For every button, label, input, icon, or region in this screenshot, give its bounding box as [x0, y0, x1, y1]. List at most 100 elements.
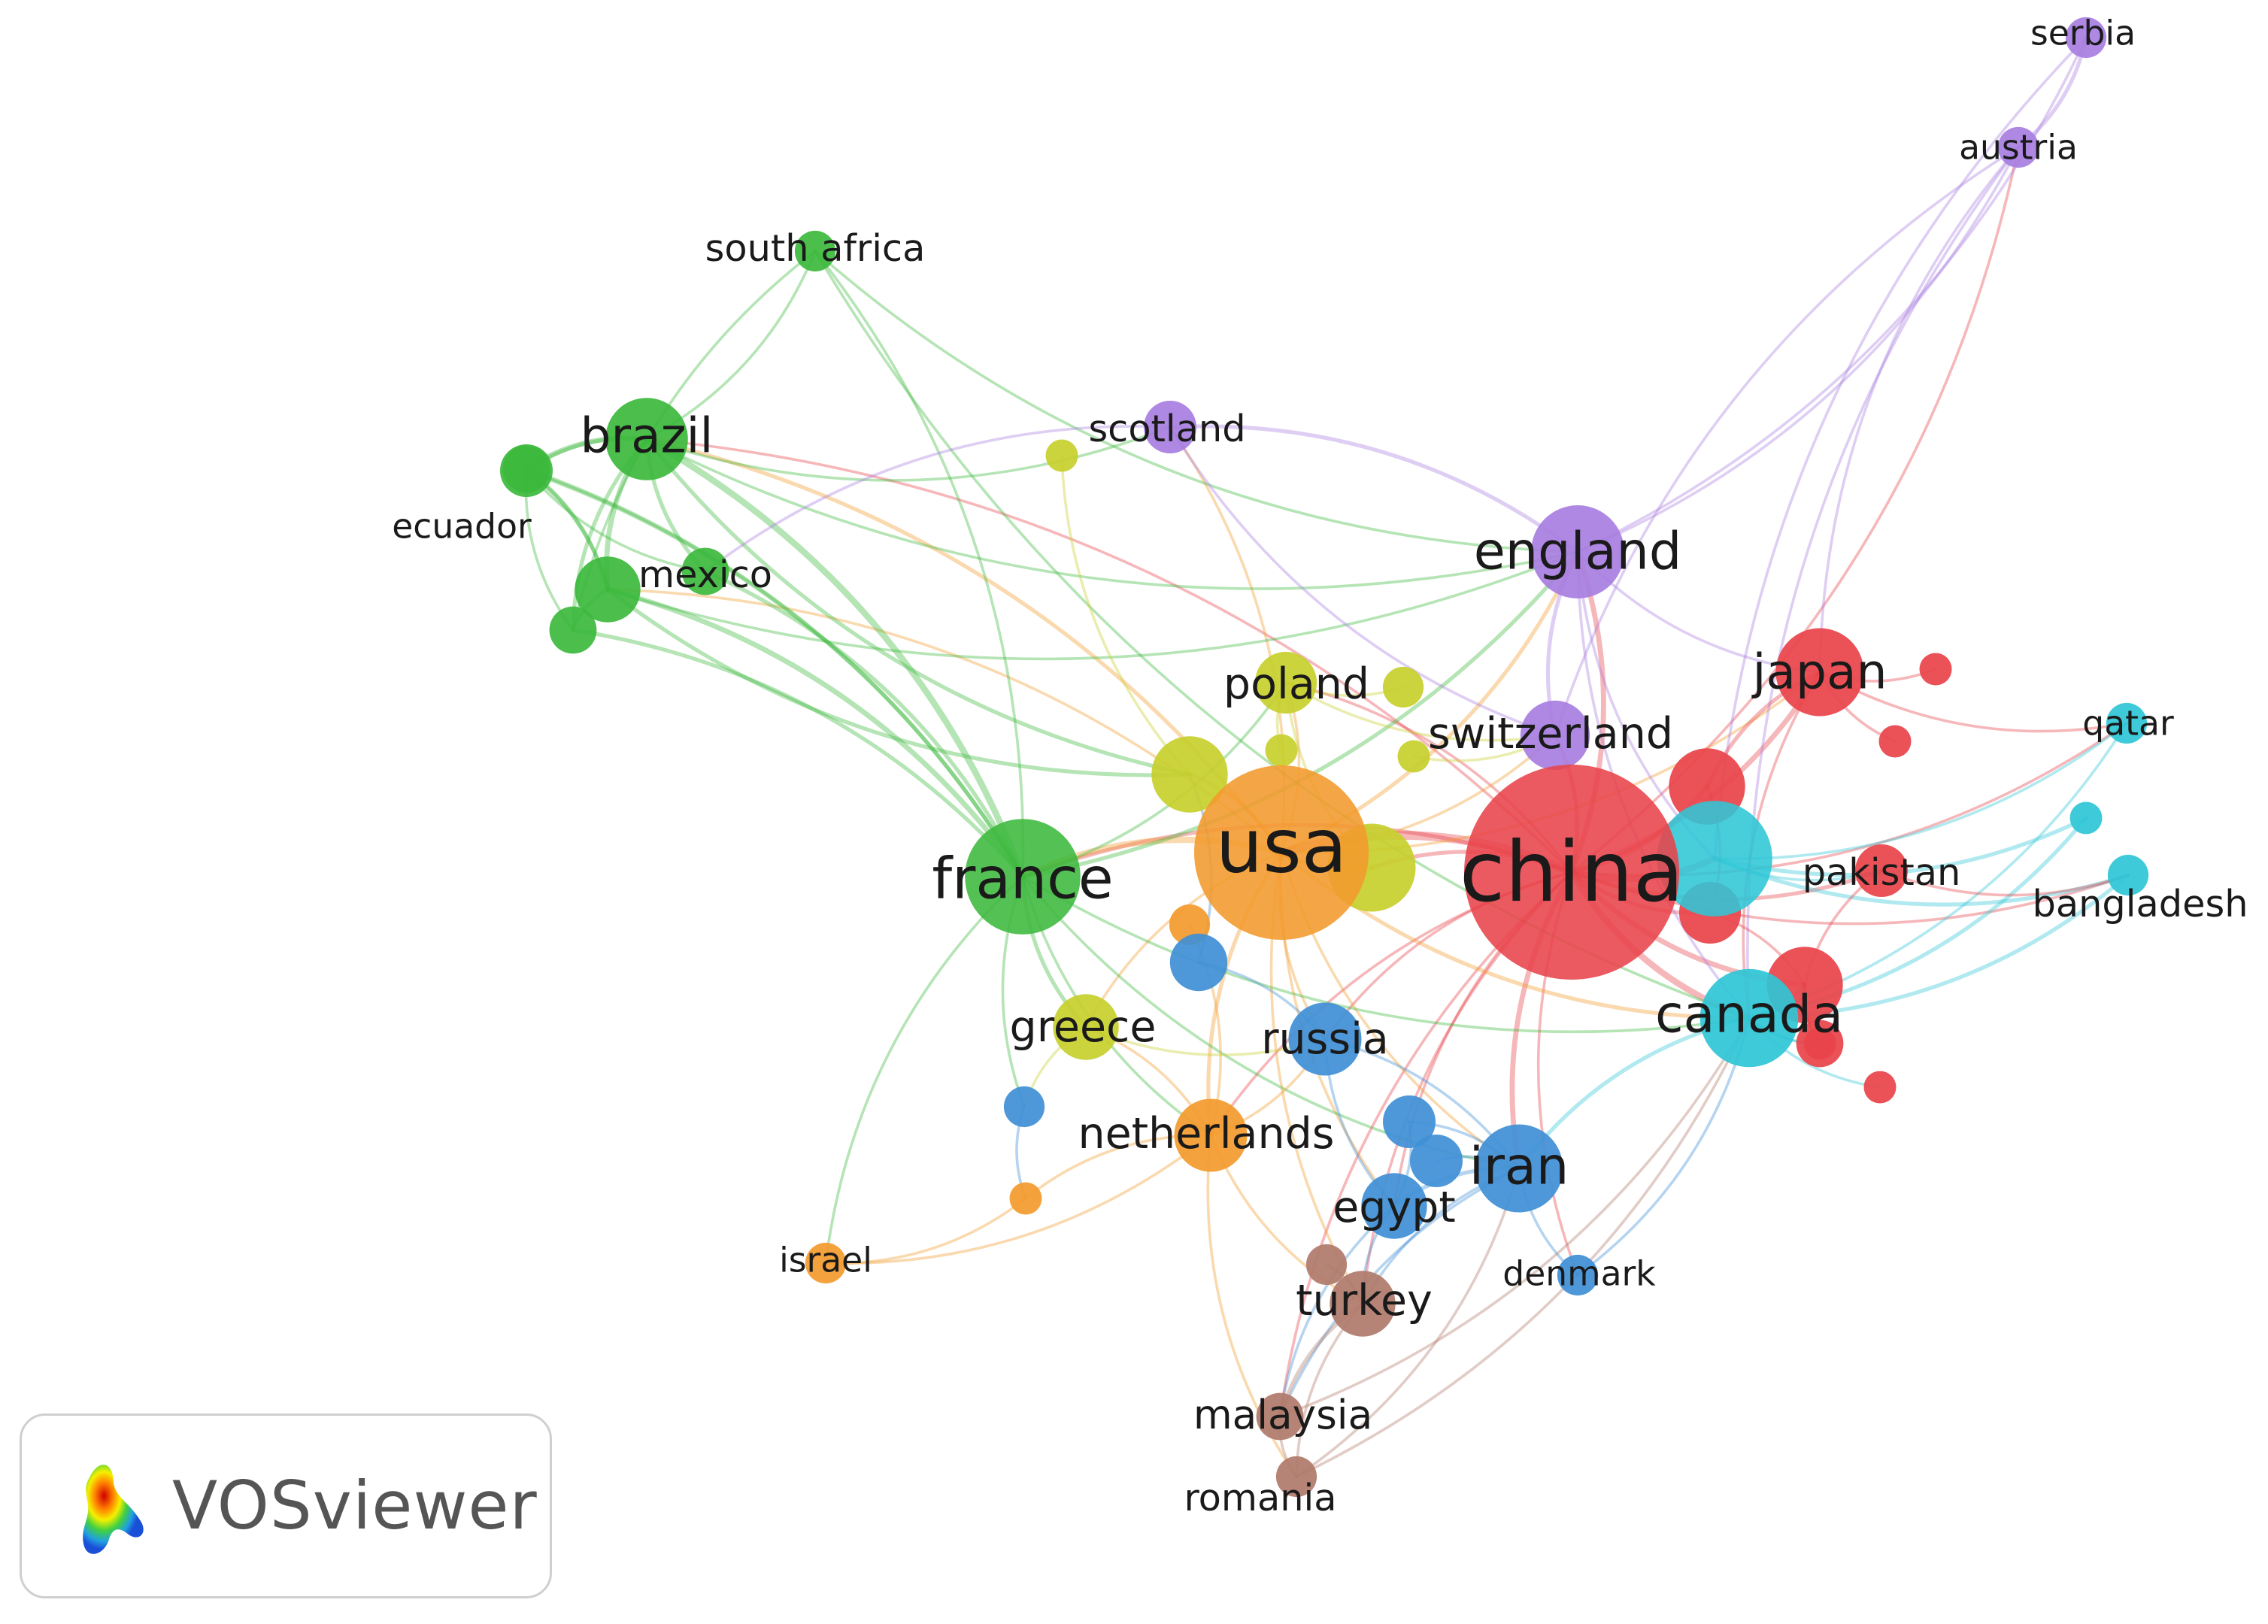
link-ecuador-u_green3 — [525, 469, 707, 573]
node-malaysia[interactable] — [1256, 1392, 1304, 1441]
node-japan[interactable] — [1775, 628, 1864, 717]
node-turkey[interactable] — [1330, 1271, 1396, 1337]
node-france[interactable] — [965, 819, 1081, 935]
label-austria: austria — [1959, 128, 2078, 168]
node-denmark[interactable] — [1557, 1254, 1599, 1296]
node-u-blue1[interactable] — [1169, 933, 1228, 992]
link-france-ecuador — [524, 468, 1025, 879]
node-u-blue2[interactable] — [1003, 1086, 1045, 1128]
label-poland: poland — [1223, 659, 1369, 709]
node-egypt[interactable] — [1361, 1173, 1427, 1239]
link-brazil-scotland — [645, 426, 1172, 482]
node-usa[interactable] — [1194, 765, 1369, 940]
label-england: england — [1474, 523, 1682, 582]
node-south-africa[interactable] — [794, 230, 836, 272]
node-israel[interactable] — [805, 1242, 847, 1284]
node-brazil[interactable] — [605, 398, 688, 480]
link-romania-iran — [1295, 1167, 1521, 1478]
link-england-austria — [1576, 146, 2020, 553]
node-iran[interactable] — [1475, 1124, 1563, 1213]
node-u-blue3[interactable] — [1383, 1095, 1436, 1148]
node-u-red4[interactable] — [1796, 1020, 1844, 1068]
label-serbia: serbia — [2030, 14, 2136, 53]
label-malaysia: malaysia — [1193, 1392, 1372, 1438]
link-china-brazil — [645, 438, 1573, 874]
node-canada[interactable] — [1699, 968, 1799, 1068]
node-ecuador[interactable] — [500, 444, 553, 497]
label-israel: israel — [779, 1241, 872, 1280]
node-u-red7[interactable] — [1863, 1071, 1897, 1104]
node-pakistan[interactable] — [1855, 844, 1908, 897]
label-switzerland: switzerland — [1428, 709, 1673, 759]
link-france-south_africa — [814, 250, 1025, 878]
link-england-scotland — [1168, 424, 1580, 554]
link-poland-switzerland — [1284, 681, 1557, 742]
node-u-cyan1[interactable] — [1657, 801, 1772, 917]
link-france-u_green1 — [524, 467, 1025, 879]
label-china: china — [1460, 824, 1684, 920]
node-switzerland[interactable] — [1520, 700, 1590, 771]
label-iran: iran — [1469, 1138, 1569, 1197]
label-greece: greece — [1010, 1002, 1157, 1052]
node-u-red5[interactable] — [1919, 653, 1952, 686]
node-austria[interactable] — [1997, 126, 2039, 168]
link-france-israel — [824, 875, 1024, 1265]
link-egypt-malaysia — [1278, 1204, 1396, 1418]
link-mexico-england — [606, 550, 1579, 661]
link-scotland-switzerland — [1169, 426, 1557, 737]
node-poland[interactable] — [1254, 651, 1317, 714]
link-france-u_green2 — [571, 628, 1025, 879]
link-france-mexico — [605, 586, 1026, 880]
label-bangladesh: bangladesh — [2032, 882, 2248, 926]
label-egypt: egypt — [1333, 1183, 1456, 1232]
node-netherlands[interactable] — [1174, 1098, 1248, 1172]
label-south-africa: south africa — [705, 226, 926, 270]
link-south_africa-england — [814, 250, 1579, 553]
node-scotland[interactable] — [1144, 401, 1196, 453]
link-israel-u_orange2 — [824, 1197, 1027, 1265]
node-u-yellow5[interactable] — [1045, 439, 1078, 472]
vosviewer-logo-badge: VOSviewer — [20, 1413, 552, 1598]
label-pakistan: pakistan — [1803, 850, 1961, 894]
node-u-yellow6[interactable] — [1397, 740, 1430, 773]
node-bangladesh[interactable] — [2107, 854, 2149, 896]
node-russia[interactable] — [1288, 1002, 1362, 1076]
label-france: france — [932, 845, 1113, 912]
node-u-yellow4[interactable] — [1265, 734, 1298, 767]
link-brazil-u_yellow1 — [644, 437, 1192, 777]
node-u-yellow3[interactable] — [1382, 666, 1424, 708]
node-serbia[interactable] — [2065, 17, 2107, 59]
link-mexico-u_yellow1 — [605, 587, 1192, 777]
link-england-serbia — [1576, 36, 2088, 553]
node-england[interactable] — [1531, 505, 1624, 598]
link-u_cyan1-bangladesh — [1712, 856, 2130, 907]
link-pakistan-bangladesh — [1880, 869, 2130, 897]
node-u-brown1[interactable] — [1305, 1244, 1348, 1286]
node-u-green3[interactable] — [681, 547, 729, 595]
label-netherlands: netherlands — [1078, 1109, 1335, 1159]
node-qatar[interactable] — [2106, 702, 2148, 744]
label-canada: canada — [1655, 986, 1843, 1045]
node-u-cyan2[interactable] — [2069, 801, 2103, 835]
node-greece[interactable] — [1053, 994, 1119, 1060]
label-brazil: brazil — [581, 408, 714, 465]
label-romania: romania — [1184, 1476, 1336, 1519]
link-austria-switzerland — [1554, 146, 2020, 737]
link-u_cyan1-qatar — [1713, 722, 2128, 861]
link-u_yellow5-u_yellow1 — [1060, 454, 1191, 776]
node-u-green2[interactable] — [549, 606, 597, 654]
label-mexico: mexico — [638, 553, 772, 596]
node-china[interactable] — [1464, 765, 1679, 980]
app-name: VOSviewer — [172, 1467, 538, 1544]
label-turkey: turkey — [1296, 1276, 1433, 1326]
node-u-yellow1[interactable] — [1151, 736, 1228, 813]
node-romania[interactable] — [1275, 1456, 1317, 1498]
node-u-red6[interactable] — [1878, 725, 1912, 758]
node-mexico[interactable] — [575, 556, 641, 623]
link-france-canada — [1021, 875, 1751, 1034]
node-u-blue4[interactable] — [1410, 1135, 1463, 1187]
link-malaysia-canada — [1278, 1017, 1751, 1418]
node-u-orange2[interactable] — [1009, 1182, 1042, 1215]
labels-layer: chinausafranceenglandcanadairanjapanbraz… — [392, 14, 2248, 1520]
